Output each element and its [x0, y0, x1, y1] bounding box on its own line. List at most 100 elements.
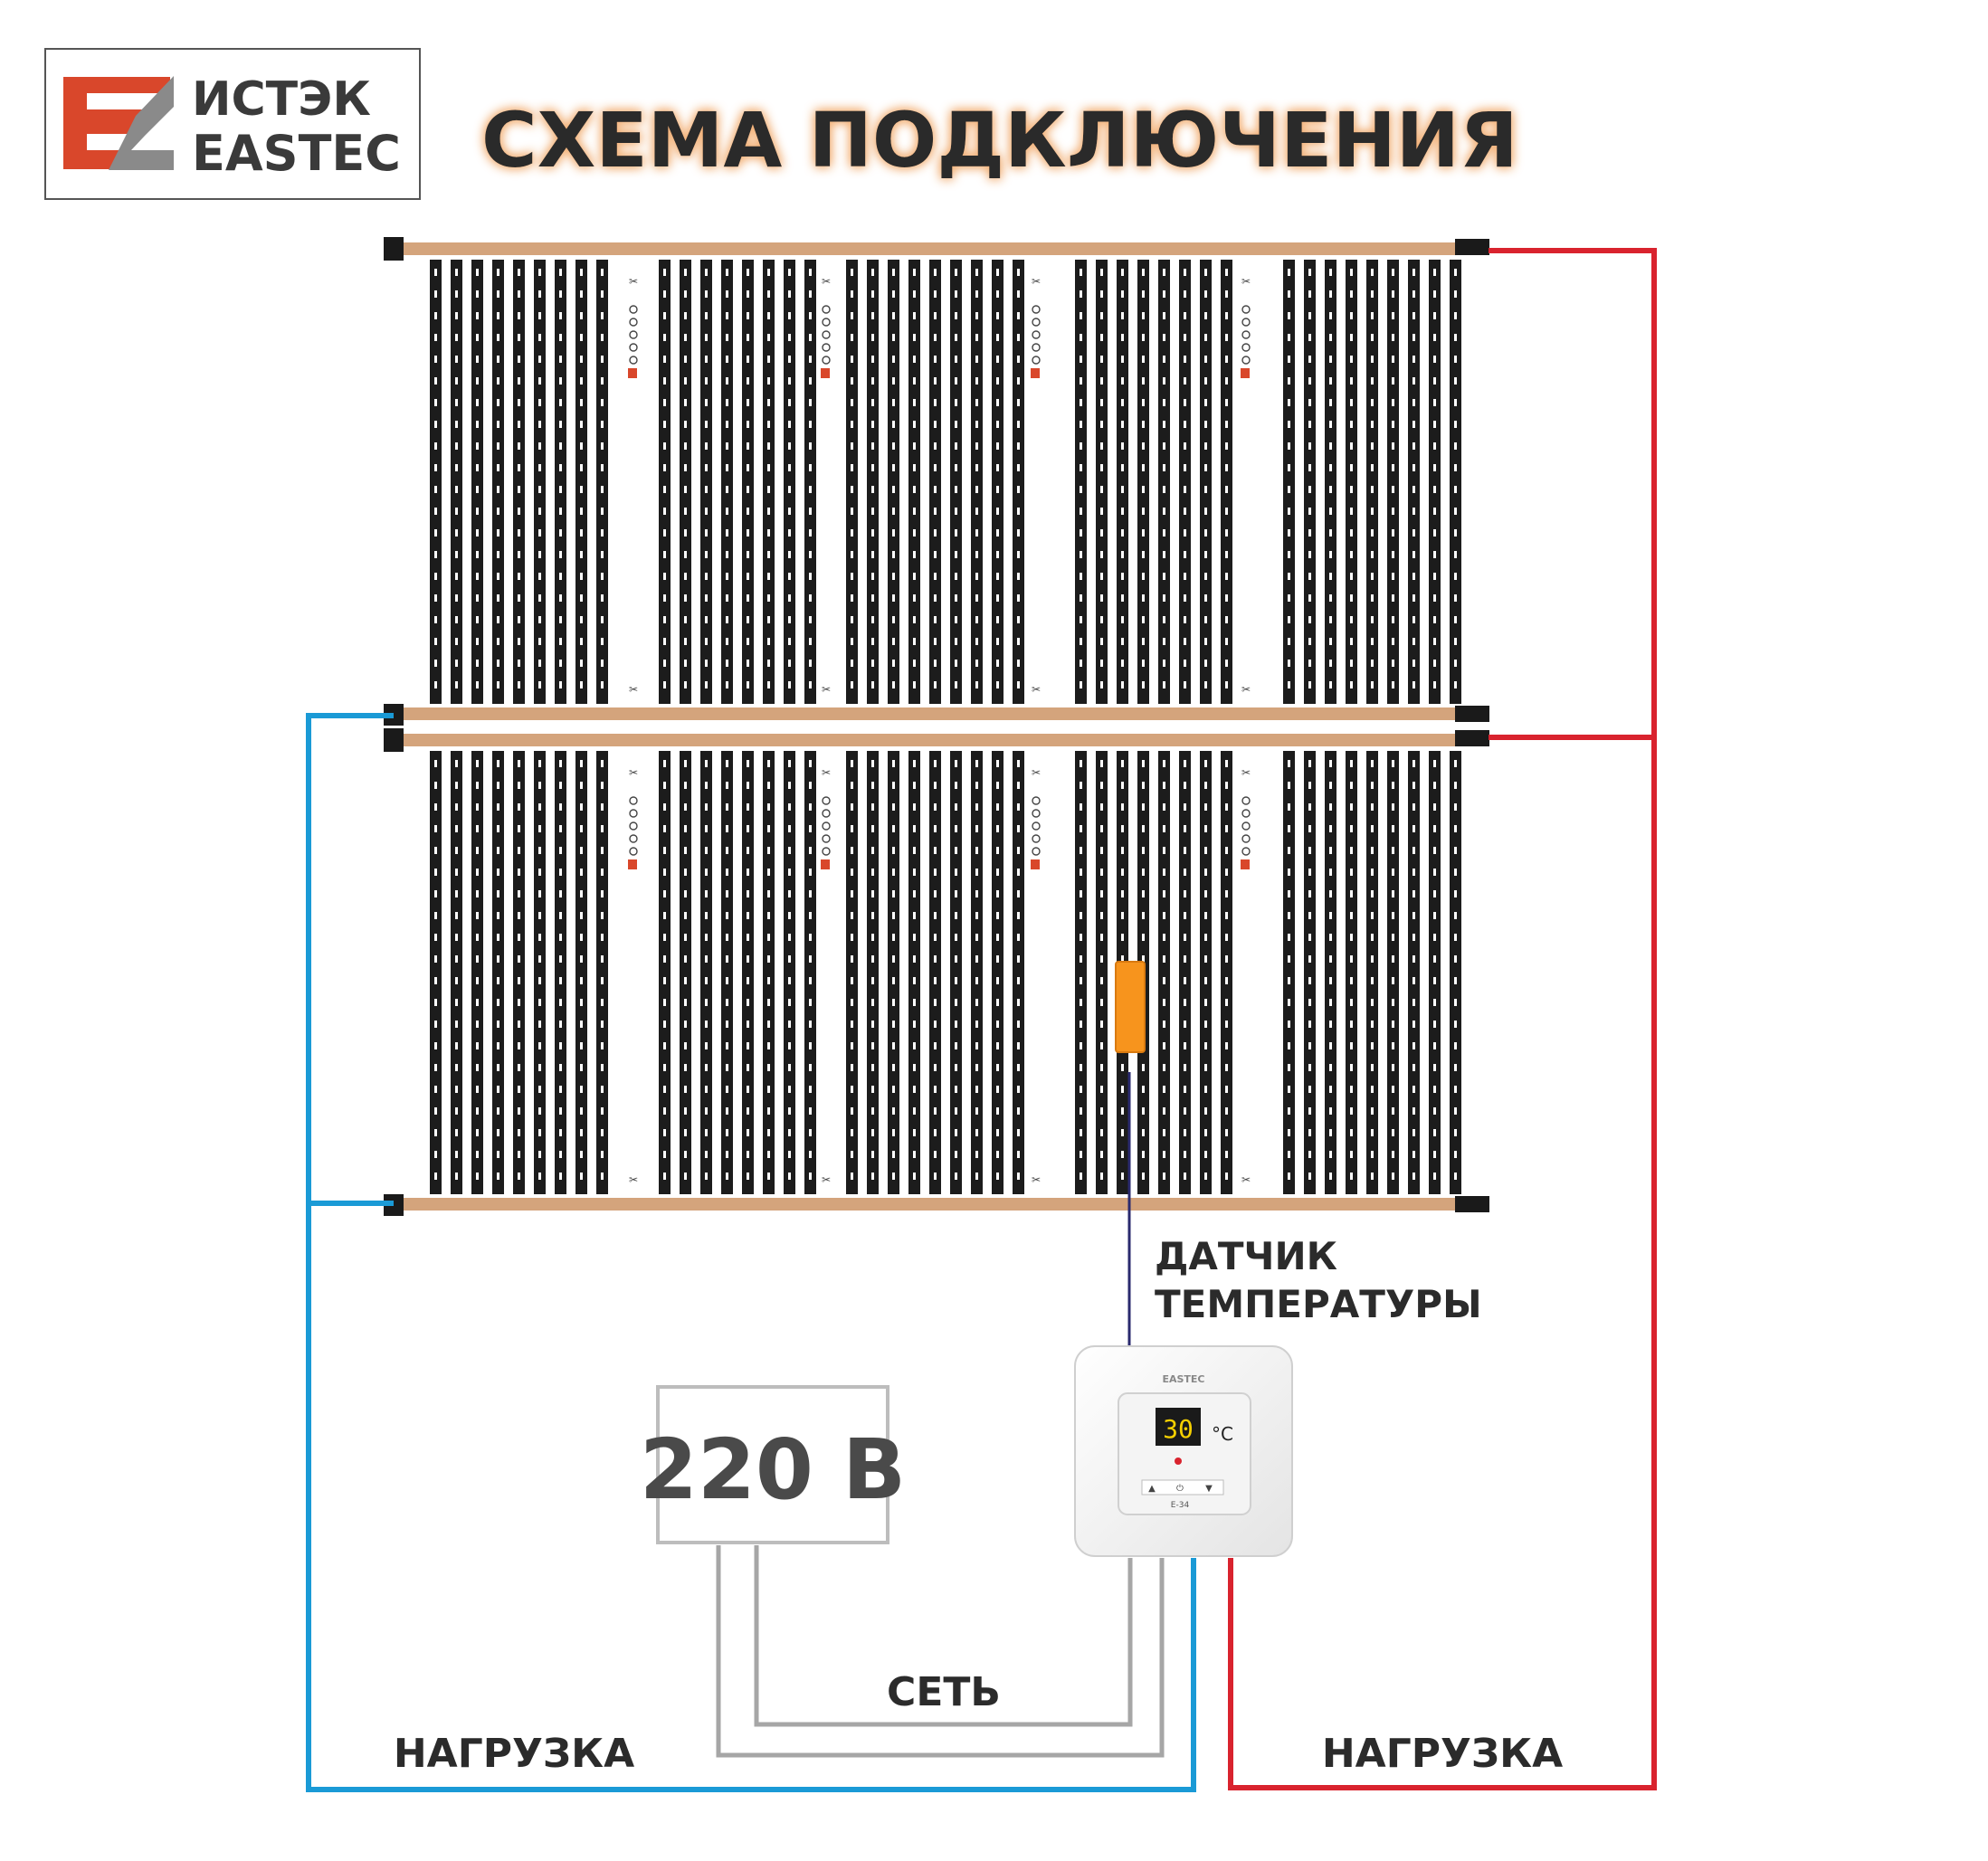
film-symbol-icon	[629, 356, 638, 365]
film-stripe-gap	[1163, 955, 1165, 963]
film-symbol-icon	[1032, 809, 1041, 818]
film-stripe	[659, 260, 671, 704]
film-stripe-gap	[580, 356, 583, 363]
film-stripe-gap	[1433, 616, 1436, 623]
film-stripe-gap	[851, 638, 853, 645]
film-stripe-gap	[705, 594, 708, 602]
film-stripe-gap	[1308, 377, 1311, 385]
film-stripe-gap	[1184, 825, 1186, 832]
film-stripe-gap	[788, 334, 791, 341]
film-stripe-gap	[1184, 508, 1186, 515]
film-stripe-gap	[871, 638, 874, 645]
film-stripe-gap	[476, 1021, 479, 1028]
film-stripe-gap	[1100, 464, 1103, 471]
film-stripe-gap	[455, 356, 458, 363]
film-stripe-gap	[996, 1086, 999, 1093]
film-stripe-gap	[1413, 912, 1415, 919]
film-stripe	[1096, 260, 1108, 704]
film-stripe-gap	[518, 1129, 520, 1136]
film-stripe-gap	[1121, 847, 1124, 854]
film-stripe-gap	[1371, 681, 1374, 688]
film-stripe-gap	[1454, 977, 1457, 984]
film-stripe-gap	[892, 1107, 895, 1115]
film-stripe-gap	[1163, 1173, 1165, 1180]
film-stripe-gap	[455, 551, 458, 558]
film-stripe-gap	[788, 825, 791, 832]
thermostat-down-button[interactable]: ▼	[1205, 1484, 1213, 1494]
film-stripe-gap	[1329, 290, 1332, 298]
film-stripe-gap	[601, 782, 604, 789]
film-stripe-gap	[788, 377, 791, 385]
film-stripe-gap	[1329, 508, 1332, 515]
film-stripe-gap	[476, 334, 479, 341]
film-stripe-gap	[434, 269, 437, 276]
film-stripe-gap	[1288, 660, 1290, 667]
film-stripe-gap	[788, 399, 791, 406]
film-stripe-gap	[996, 803, 999, 811]
film-stripe-gap	[1288, 486, 1290, 493]
film-stripe-gap	[767, 803, 770, 811]
film-stripe-gap	[1350, 977, 1353, 984]
film-stripe-gap	[684, 681, 687, 688]
film-stripe-gap	[1017, 847, 1020, 854]
film-stripe	[492, 260, 504, 704]
film-stripe-gap	[892, 977, 895, 984]
film-stripe-gap	[1413, 1042, 1415, 1049]
film-stripe-gap	[1142, 934, 1145, 941]
film-stripe	[1013, 260, 1024, 704]
film-stripe-gap	[434, 1086, 437, 1093]
film-stripe-gap	[851, 1129, 853, 1136]
film-stripe-gap	[1163, 1107, 1165, 1115]
film-stripe-gap	[434, 1021, 437, 1028]
film-stripe-gap	[1163, 977, 1165, 984]
film-stripe-gap	[518, 660, 520, 667]
film-stripe-gap	[892, 803, 895, 811]
film-stripe-gap	[1392, 269, 1394, 276]
film-stripe-gap	[497, 638, 499, 645]
film-stripe-gap	[1413, 269, 1415, 276]
film-stripe-gap	[559, 955, 562, 963]
film-stripe-gap	[851, 464, 853, 471]
film-stripe	[1325, 751, 1336, 1194]
film-stripe-gap	[1204, 1064, 1207, 1071]
film-stripe-gap	[1121, 356, 1124, 363]
film-stripe-gap	[767, 1151, 770, 1158]
film-stripe-gap	[809, 782, 812, 789]
film-stripe-gap	[1121, 312, 1124, 319]
film-stripe-gap	[455, 912, 458, 919]
film-stripe-gap	[851, 847, 853, 854]
film-stripe-gap	[934, 803, 937, 811]
film-stripe-gap	[1080, 464, 1082, 471]
film-stripe-gap	[1142, 421, 1145, 428]
film-stripe-gap	[955, 573, 957, 580]
thermostat-up-button[interactable]: ▲	[1148, 1484, 1156, 1494]
film-stripe-gap	[996, 977, 999, 984]
film-stripe-gap	[1350, 573, 1353, 580]
film-stripe-gap	[497, 442, 499, 450]
film-stripe-gap	[601, 869, 604, 876]
film-stripe-gap	[705, 573, 708, 580]
film-stripe-gap	[518, 803, 520, 811]
film-stripe-gap	[996, 681, 999, 688]
film-stripe-gap	[1225, 1129, 1228, 1136]
film-stripe-gap	[955, 269, 957, 276]
film-stripe-gap	[1350, 1173, 1353, 1180]
film-stripe-gap	[809, 955, 812, 963]
film-stripe-gap	[955, 312, 957, 319]
thermostat-power-button[interactable]: ⏻	[1176, 1484, 1184, 1494]
film-stripe-gap	[601, 573, 604, 580]
film-stripe-gap	[559, 551, 562, 558]
film-stripe-gap	[476, 508, 479, 515]
film-stripe-gap	[601, 1107, 604, 1115]
film-stripe-gap	[684, 356, 687, 363]
film-stripe-gap	[559, 999, 562, 1006]
film-stripe-gap	[1371, 1064, 1374, 1071]
film-stripe-gap	[975, 312, 978, 319]
film-stripe-gap	[934, 1129, 937, 1136]
film-cut-icon: ✂	[1241, 766, 1251, 779]
film-stripe-gap	[1163, 1064, 1165, 1071]
film-stripe-gap	[1142, 399, 1145, 406]
film-stripe-gap	[1142, 573, 1145, 580]
film-stripe-gap	[559, 1086, 562, 1093]
film-stripe-gap	[601, 594, 604, 602]
